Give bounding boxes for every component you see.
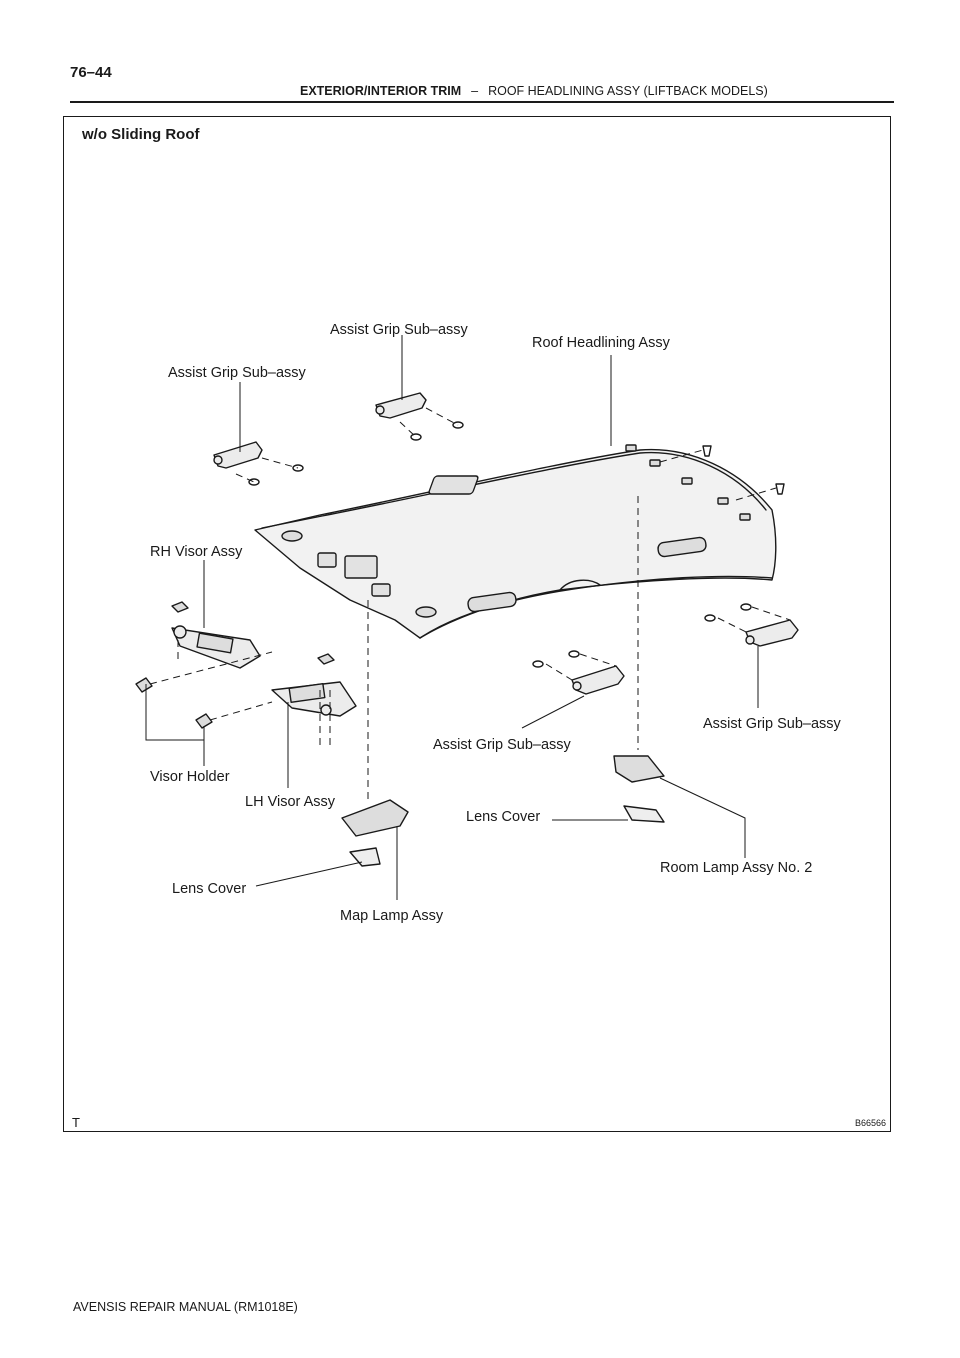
label-lh-visor: LH Visor Assy [245,794,335,810]
label-roof-headlining: Roof Headlining Assy [532,335,670,351]
assist-grip-left-part [213,441,263,469]
header-separator: – [471,84,479,98]
corner-mark: T [72,1115,80,1130]
label-lens-cover-left: Lens Cover [172,881,247,897]
label-assist-grip-top: Assist Grip Sub–assy [330,322,468,338]
variant-title: w/o Sliding Roof [82,126,200,143]
footer-manual-title: AVENSIS REPAIR MANUAL (RM1018E) [73,1300,298,1314]
label-room-lamp: Room Lamp Assy No. 2 [660,860,813,876]
figure-id: B66566 [854,1118,886,1128]
roof-clips [625,444,751,521]
label-assist-grip-mid: Assist Grip Sub–assy [433,737,571,753]
assist-grip-mid-part [571,665,625,695]
page-number: 76–44 [70,64,112,81]
label-rh-visor: RH Visor Assy [150,544,243,560]
assist-grip-top-part [375,392,427,419]
subsection-title: ROOF HEADLINING ASSY (LIFTBACK MODELS) [488,84,768,98]
assist-grip-right-part [745,619,799,647]
lh-visor-part [271,681,357,717]
label-lens-cover-right: Lens Cover [466,809,541,825]
section-title: EXTERIOR/INTERIOR TRIM [300,84,462,98]
label-visor-holder: Visor Holder [150,769,230,785]
push-fasteners [702,445,785,495]
figure-frame [63,116,891,1132]
roof-openings [281,475,707,618]
map-lamp-part [341,799,409,867]
visor-holders [135,601,335,729]
header-rule [70,101,894,103]
label-map-lamp: Map Lamp Assy [340,908,444,924]
room-lamp-part [613,755,665,823]
rh-visor-part [171,625,261,669]
page-header: EXTERIOR/INTERIOR TRIM–ROOF HEADLINING A… [300,84,768,98]
label-assist-grip-left: Assist Grip Sub–assy [168,365,306,381]
label-assist-grip-right: Assist Grip Sub–assy [703,716,841,732]
